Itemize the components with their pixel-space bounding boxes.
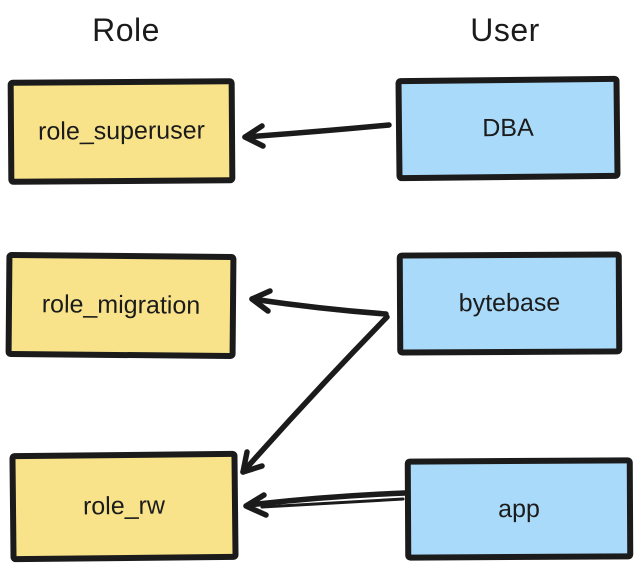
node-bytebase: bytebase [396,251,623,356]
arrow-bytebase-to-role-migration [249,288,389,317]
node-label: role_rw [82,491,166,521]
node-role-superuser: role_superuser [7,78,236,185]
node-role-migration: role_migration [5,251,237,360]
arrow-line [249,296,389,317]
node-label: DBA [482,113,534,143]
arrow-line [240,314,390,475]
arrow-line [242,122,392,140]
column-title-role: Role [92,12,160,48]
arrow-line [245,490,408,508]
column-title-user: User [470,12,540,48]
arrow-dba-to-role-superuser [242,122,392,149]
node-label: role_superuser [38,116,205,146]
arrow-line-second-stroke [260,497,405,509]
arrow-head [243,492,269,518]
node-label: app [498,494,540,523]
arrow-head [240,449,265,475]
node-dba: DBA [395,75,621,182]
node-app: app [404,457,634,561]
node-label: role_migration [41,290,201,320]
node-label: bytebase [458,288,561,318]
arrow-head [242,123,266,149]
arrow-app-to-role-rw [243,490,408,518]
arrow-head [249,288,273,314]
arrow-bytebase-to-role-rw [240,314,390,475]
node-role-rw: role_rw [9,450,239,563]
